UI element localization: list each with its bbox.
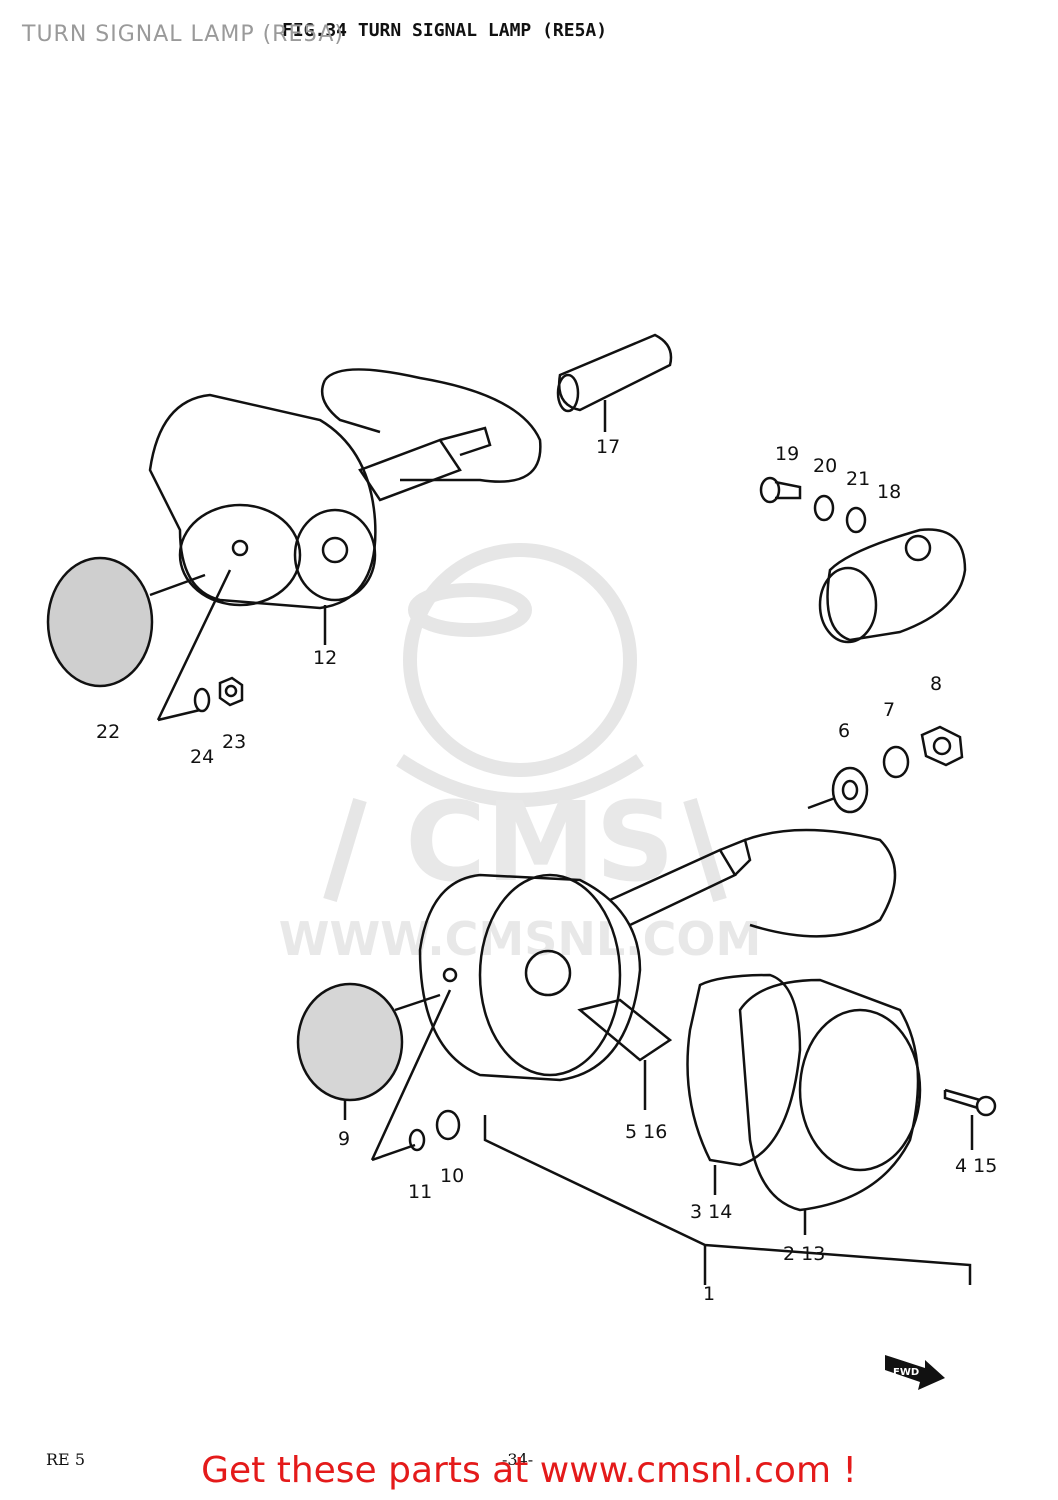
washer-20 bbox=[813, 494, 835, 522]
nut-8 bbox=[920, 725, 964, 767]
lens-2-13 bbox=[738, 978, 922, 1212]
watermark-logo: CMS bbox=[405, 778, 674, 906]
svg-text:FWD: FWD bbox=[893, 1367, 919, 1378]
page-title: TURN SIGNAL LAMP (RE5A) bbox=[22, 22, 344, 47]
callout-5-16: 5 16 bbox=[625, 1121, 667, 1143]
washer-21 bbox=[845, 506, 867, 534]
stay-18 bbox=[818, 528, 967, 644]
lamp-housing-lower bbox=[418, 828, 897, 1082]
nut-23 bbox=[218, 676, 244, 707]
lamp-housing-upper bbox=[148, 368, 542, 610]
model-code: RE 5 bbox=[46, 1450, 85, 1469]
figure-title: FIG.34 TURN SIGNAL LAMP (RE5A) bbox=[282, 20, 608, 41]
callout-3-14: 3 14 bbox=[690, 1201, 732, 1223]
washer-24 bbox=[193, 687, 211, 713]
direction-arrow: FWD bbox=[885, 1355, 945, 1390]
bolt-19 bbox=[759, 476, 802, 504]
callout-20: 20 bbox=[813, 455, 837, 477]
callout-10: 10 bbox=[440, 1165, 464, 1187]
washer-6 bbox=[831, 766, 869, 814]
watermark-url: WWW.CMSNL.COM bbox=[279, 912, 762, 966]
bulb-17 bbox=[556, 333, 673, 413]
callout-19: 19 bbox=[775, 443, 799, 465]
callout-18: 18 bbox=[877, 481, 901, 503]
callout-8: 8 bbox=[930, 673, 942, 695]
callout-2-13: 2 13 bbox=[783, 1243, 825, 1265]
bracket-1 bbox=[483, 1115, 972, 1285]
lens-9 bbox=[296, 982, 441, 1120]
callout-9: 9 bbox=[338, 1128, 350, 1150]
callout-23: 23 bbox=[222, 731, 246, 753]
callout-1: 1 bbox=[703, 1283, 715, 1305]
leader-6 bbox=[807, 796, 836, 810]
callout-11: 11 bbox=[408, 1181, 432, 1203]
leader-9-11 bbox=[370, 989, 452, 1162]
screw-4-15 bbox=[943, 1088, 997, 1117]
callout-22: 22 bbox=[96, 721, 120, 743]
callout-17: 17 bbox=[596, 436, 620, 458]
callout-4-15: 4 15 bbox=[955, 1155, 997, 1177]
callout-21: 21 bbox=[846, 468, 870, 490]
lens-22 bbox=[46, 556, 206, 688]
callout-12: 12 bbox=[313, 647, 337, 669]
lockwasher-7 bbox=[882, 745, 910, 779]
page-number: -34- bbox=[502, 1450, 534, 1469]
callout-6: 6 bbox=[838, 720, 850, 742]
nut-10 bbox=[435, 1109, 461, 1141]
callout-7: 7 bbox=[883, 699, 895, 721]
callout-24: 24 bbox=[190, 746, 214, 768]
washer-11 bbox=[408, 1128, 426, 1152]
gasket-3-14 bbox=[686, 973, 802, 1167]
shop-banner-link[interactable]: Get these parts at www.cmsnl.com ! bbox=[201, 1450, 857, 1491]
leader-22-24 bbox=[156, 569, 232, 722]
